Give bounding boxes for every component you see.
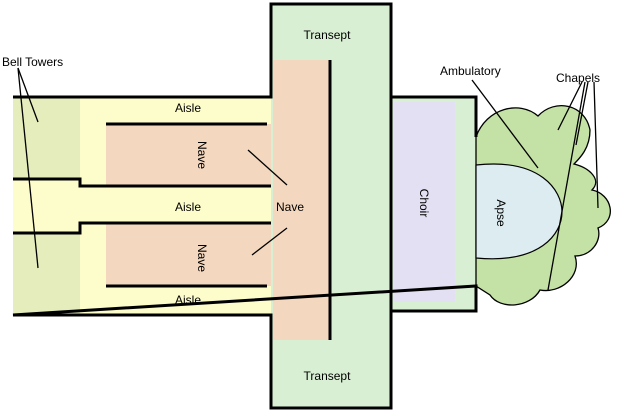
nave-lower-label: Nave [195,244,209,272]
nave-center-label: Nave [276,200,304,214]
transept-top-label: Transept [304,28,352,42]
nave-upper-label: Nave [195,141,209,169]
bell-tower-upper [13,97,80,179]
aisle-middle-label: Aisle [175,200,201,214]
chapels-leader-4 [547,81,586,291]
nave-upper-region [106,124,273,186]
aisle-bottom-label: Aisle [175,293,201,307]
chapels-leader-2 [575,81,589,146]
ambulatory-leader [471,79,539,169]
chapels-leader-1 [557,81,583,131]
tower-lower-inner [13,221,271,235]
bell-towers-leader-1 [17,67,39,123]
choir-region [394,102,455,302]
bell-towers-label: Bell Towers [2,55,63,69]
transept-bottom-label: Transept [304,369,352,383]
tower-upper-inner [13,177,271,188]
chapels-leader-3 [593,81,599,209]
apse-label: Apse [494,199,508,227]
nave-center-region [273,60,330,340]
outer-wall [12,2,478,410]
aisle-top-label: Aisle [175,101,201,115]
choir-label: Choir [417,189,431,218]
nave-lower-region [106,223,273,286]
bell-tower-lower [13,233,80,315]
nave-leader-lower [251,227,288,256]
nave-leader-upper [247,149,288,186]
bell-towers-leader-2 [17,67,39,269]
chapels-label: Chapels [556,71,600,85]
ambulatory-label: Ambulatory [440,64,501,78]
